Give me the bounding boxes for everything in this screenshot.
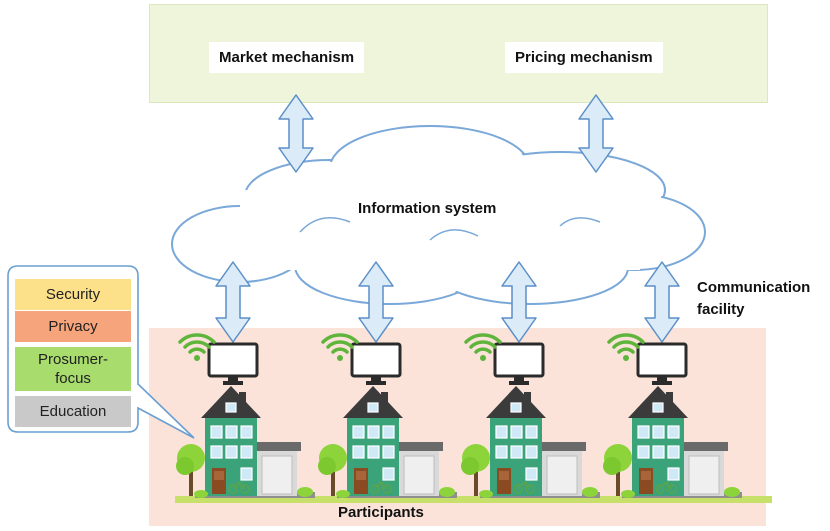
monitor-icon bbox=[207, 342, 259, 387]
participant-house-4 bbox=[601, 385, 773, 504]
cloud-fill bbox=[174, 128, 703, 302]
feature-security: Security bbox=[15, 279, 131, 310]
feature-prosumer-focus: Prosumer- focus bbox=[15, 347, 131, 391]
information-system-label: Information system bbox=[358, 200, 497, 217]
communication-facility-label: Communication facility bbox=[697, 277, 810, 321]
feature-privacy: Privacy bbox=[15, 311, 131, 342]
participants-label: Participants bbox=[338, 504, 424, 521]
monitor-icon bbox=[636, 342, 688, 387]
participant-house-3 bbox=[459, 385, 631, 504]
monitor-icon bbox=[493, 342, 545, 387]
market-mechanism-label: Market mechanism bbox=[209, 42, 365, 73]
double-arrow-6 bbox=[644, 261, 680, 343]
double-arrow-5 bbox=[501, 261, 537, 343]
communication-facility-line-2: facility bbox=[697, 301, 745, 318]
double-arrow-1 bbox=[278, 94, 314, 173]
monitor-icon bbox=[350, 342, 402, 387]
double-arrow-2 bbox=[578, 94, 614, 173]
pricing-mechanism-label: Pricing mechanism bbox=[505, 42, 663, 73]
feature-education: Education bbox=[15, 396, 131, 427]
communication-facility-line-1: Communication bbox=[697, 279, 811, 296]
participant-house-2 bbox=[316, 385, 488, 504]
double-arrow-3 bbox=[215, 261, 251, 343]
participant-house-1 bbox=[174, 385, 346, 504]
double-arrow-4 bbox=[358, 261, 394, 343]
